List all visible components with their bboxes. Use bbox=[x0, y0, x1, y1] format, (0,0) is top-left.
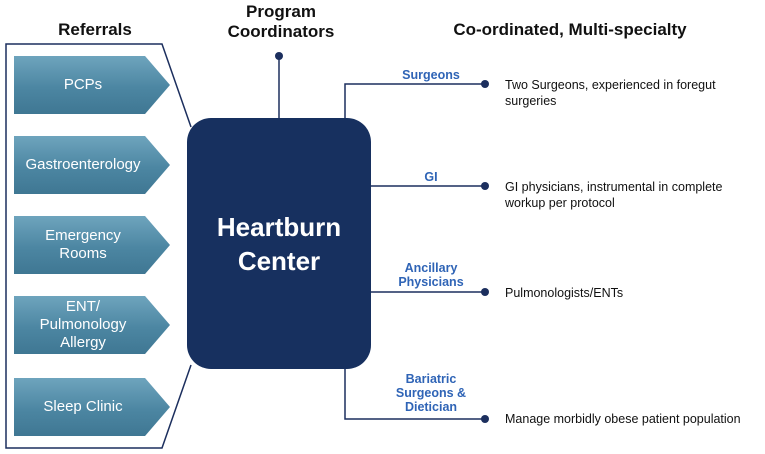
multispecialty-heading: Co-ordinated, Multi-specialty bbox=[453, 20, 687, 39]
bariatric-dot bbox=[481, 415, 489, 423]
referral-label: PCPs bbox=[63, 76, 103, 93]
referral-bracket bbox=[5, 43, 192, 449]
referral-ent-pulmonology-allergy: ENT/ Pulmonology Allergy bbox=[14, 296, 170, 354]
specialty-bariatric-label: Bariatric Surgeons & Dietician bbox=[395, 372, 467, 414]
surgeons-connector bbox=[344, 83, 485, 118]
specialty-gi-description: GI physicians, instrumental in complete … bbox=[505, 180, 723, 210]
referral-emergency-rooms: Emergency Rooms bbox=[14, 216, 170, 274]
surgeons-dot bbox=[481, 80, 489, 88]
coordinator-dot bbox=[275, 52, 283, 60]
specialty-surgeons-label: Surgeons bbox=[402, 68, 460, 82]
specialty-gi-label: GI bbox=[424, 170, 438, 184]
bariatric-connector bbox=[344, 369, 485, 420]
referrals-heading: Referrals bbox=[58, 20, 132, 39]
referral-label: Emergency Rooms bbox=[45, 227, 121, 262]
specialty-surgeons-description: Two Surgeons, experienced in foregut sur… bbox=[505, 78, 716, 108]
specialty-bariatric-description: Manage morbidly obese patient population bbox=[505, 412, 741, 426]
ancillary-dot bbox=[481, 288, 489, 296]
referral-label: Gastroenterology bbox=[25, 156, 141, 173]
referral-label: Sleep Clinic bbox=[43, 398, 123, 415]
referral-gastroenterology: Gastroenterology bbox=[14, 136, 170, 194]
gi-dot bbox=[481, 182, 489, 190]
program-coordinators-heading: Program Coordinators bbox=[227, 2, 335, 41]
specialty-ancillary-label: Ancillary Physicians bbox=[398, 261, 464, 289]
referral-label: ENT/ Pulmonology Allergy bbox=[39, 298, 127, 351]
specialty-ancillary-description: Pulmonologists/ENTs bbox=[505, 286, 624, 300]
center-label: Heartburn Center bbox=[216, 211, 342, 276]
referral-sleep-clinic: Sleep Clinic bbox=[14, 378, 170, 436]
heartburn-center-box: Heartburn Center bbox=[187, 118, 371, 369]
referral-pcps: PCPs bbox=[14, 56, 170, 114]
